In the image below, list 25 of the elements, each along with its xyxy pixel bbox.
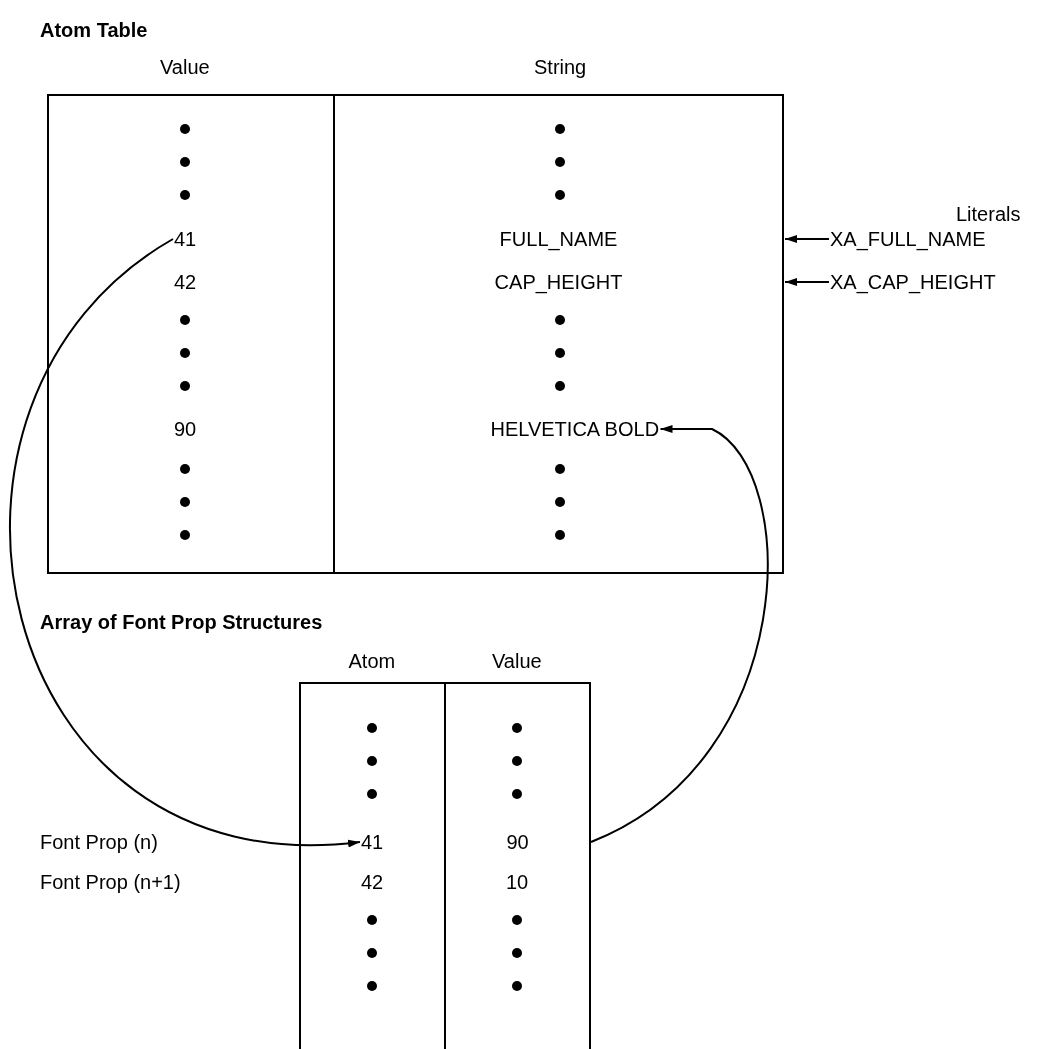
cell-text: 42: [174, 270, 197, 294]
cell-text: 10: [506, 870, 529, 894]
cell-text: FULL_NAME: [334, 227, 783, 251]
cell-text: 90: [174, 417, 197, 441]
arrow: [784, 235, 830, 243]
cell-text: HELVETICA BOLD: [490, 417, 660, 441]
cell-text: 90: [445, 830, 590, 854]
row-label: Font Prop (n+1): [40, 870, 181, 894]
cell-text: XA_CAP_HEIGHT: [830, 270, 996, 294]
cell-text: 41: [361, 830, 384, 854]
column-header: Value: [160, 55, 210, 79]
cell-text: 41: [174, 227, 197, 251]
column-header: Atom: [348, 649, 396, 673]
column-header: Value: [492, 649, 542, 673]
table-title: Atom Table: [40, 18, 148, 42]
arrow: [9, 238, 361, 847]
arrow: [590, 425, 769, 843]
column-header: String: [534, 55, 587, 79]
table-title: Array of Font Prop Structures: [40, 610, 323, 634]
group-label: Literals: [956, 202, 1021, 226]
cell-text: CAP_HEIGHT: [334, 270, 783, 294]
arrow: [784, 278, 830, 286]
row-label: Font Prop (n): [40, 830, 158, 854]
cell-text: XA_FULL_NAME: [830, 227, 986, 251]
cell-text: 42: [361, 870, 384, 894]
